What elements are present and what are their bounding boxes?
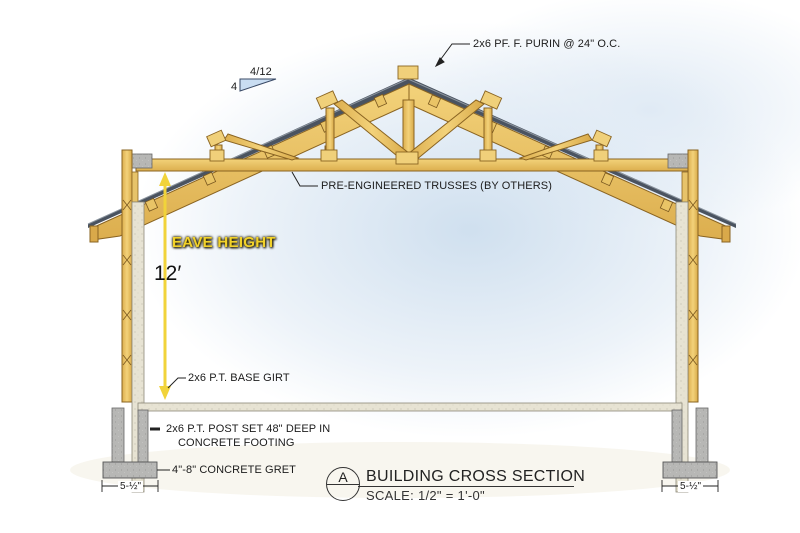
gusset-plates [206, 65, 612, 165]
base-girt-slab [137, 402, 683, 412]
pitch-triangle [239, 78, 277, 92]
drawing-scale: SCALE: 1/2" = 1'-0" [366, 488, 485, 503]
title-underline [358, 486, 574, 487]
eave-height-dimension: 12′ [154, 262, 182, 285]
pitch-rise: 4 [231, 81, 238, 93]
base-girt-note: 2x6 P.T. BASE GIRT [188, 372, 290, 384]
post-ties [122, 199, 698, 366]
left-bearing-block [129, 153, 153, 169]
eave-height-label: EAVE HEIGHT [172, 234, 276, 251]
purlin-note: 2x6 PF. F. PURIN @ 24" O.C. [473, 38, 621, 50]
truss-webs [214, 99, 604, 161]
leader-lines [150, 43, 470, 471]
footing-note: 4"-8" CONCRETE GRET [172, 464, 297, 476]
section-marker-divider [327, 484, 359, 485]
section-marker: A [326, 467, 360, 501]
right-footing-dimension: 5-½" [678, 481, 704, 492]
eave-height-arrow [159, 172, 171, 400]
post-note-line2: CONCRETE FOOTING [178, 437, 295, 449]
left-footing-dimension: 5-½" [118, 481, 144, 492]
drawing-title: BUILDING CROSS SECTION [366, 468, 586, 485]
truss-note: PRE-ENGINEERED TRUSSES (BY OTHERS) [321, 180, 552, 192]
right-footing [662, 407, 718, 479]
right-bearing-block [667, 153, 691, 169]
left-footing [102, 407, 158, 479]
roof-sheathing [87, 78, 737, 228]
section-marker-letter: A [338, 469, 348, 485]
post-note-line1: 2x6 P.T. POST SET 48" DEEP IN [166, 423, 331, 435]
pitch-ratio: 4/12 [250, 66, 272, 78]
